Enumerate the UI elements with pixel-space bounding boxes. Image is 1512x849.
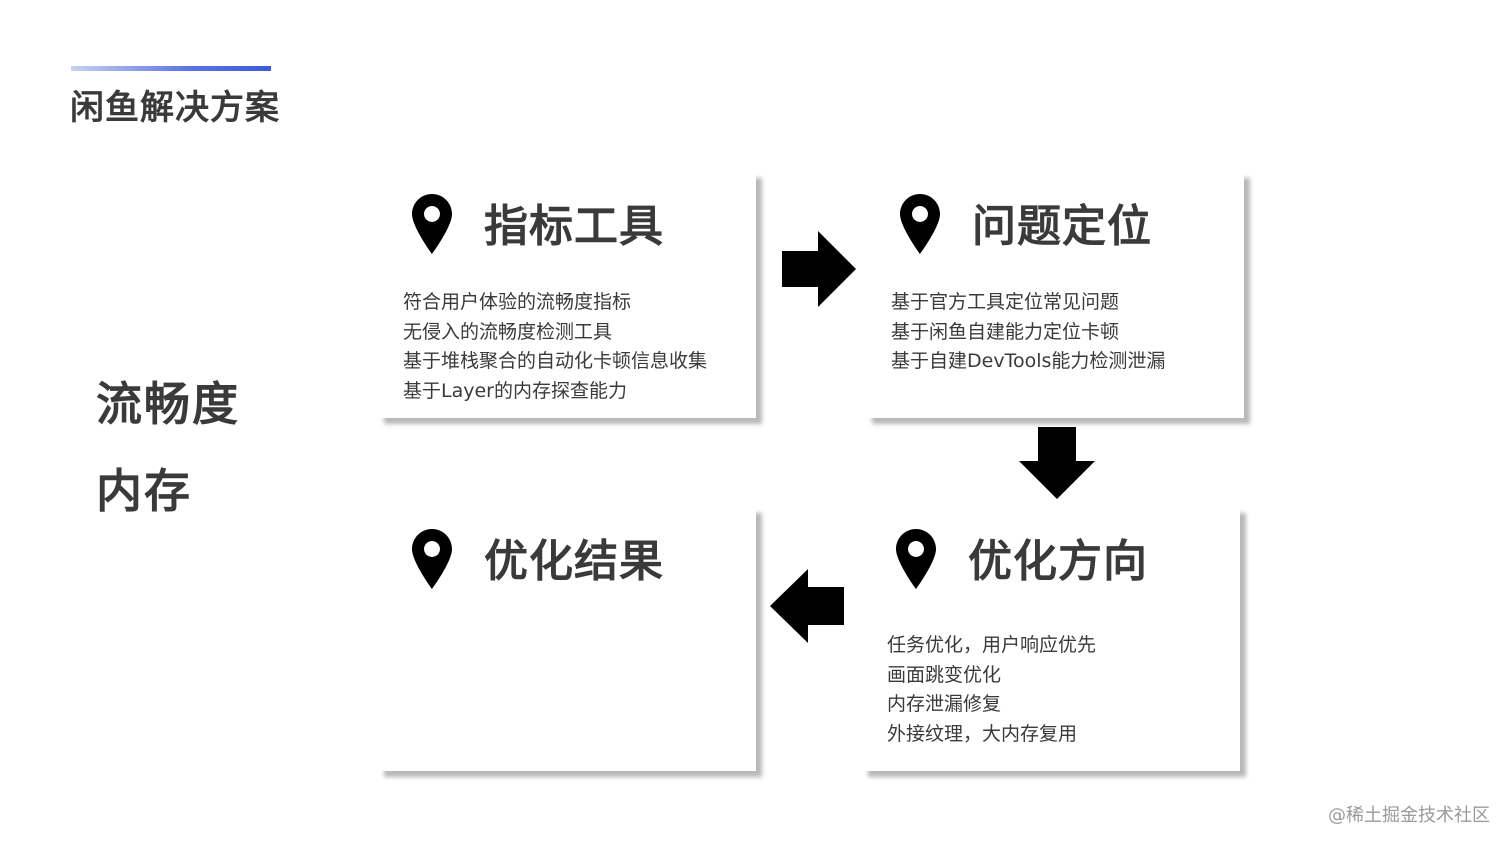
card-title: 指标工具 [484, 201, 664, 252]
side-label-fluency: 流畅度 [96, 377, 240, 431]
side-label-memory: 内存 [96, 464, 192, 518]
card-item-list: 任务优化，用户响应优先 画面跳变优化 内存泄漏修复 外接纹理，大内存复用 [887, 631, 1096, 749]
arrow-down-icon [1019, 427, 1095, 499]
card-optimization-results: 优化结果 [378, 507, 756, 771]
card-metrics-tools: 指标工具 符合用户体验的流畅度指标 无侵入的流畅度检测工具 基于堆栈聚合的自动化… [378, 172, 756, 418]
list-item: 符合用户体验的流畅度指标 [403, 291, 632, 313]
arrow-right-icon [782, 231, 856, 307]
map-pin-icon [896, 529, 936, 589]
list-item: 画面跳变优化 [887, 663, 1002, 686]
card-problem-locating: 问题定位 基于官方工具定位常见问题 基于闲鱼自建能力定位卡顿 基于自建DevTo… [866, 172, 1244, 418]
list-item: 外接纹理，大内存复用 [887, 722, 1078, 745]
map-pin-icon [412, 194, 452, 254]
arrow-left-icon [770, 569, 844, 643]
list-item: 无侵入的流畅度检测工具 [403, 320, 613, 343]
list-item: 任务优化，用户响应优先 [887, 634, 1097, 656]
card-title: 优化方向 [968, 536, 1148, 587]
map-pin-icon [900, 194, 940, 254]
title-accent-bar [71, 66, 271, 71]
watermark: @稀土掘金技术社区 [1328, 805, 1490, 826]
list-item: 基于Layer的内存探查能力 [403, 379, 627, 402]
card-optimization-direction: 优化方向 任务优化，用户响应优先 画面跳变优化 内存泄漏修复 外接纹理，大内存复… [862, 507, 1240, 771]
page-title: 闲鱼解决方案 [70, 88, 280, 128]
list-item: 内存泄漏修复 [887, 693, 1002, 715]
map-pin-icon [412, 529, 452, 589]
card-title: 优化结果 [484, 536, 664, 587]
list-item: 基于闲鱼自建能力定位卡顿 [891, 320, 1120, 343]
card-item-list: 符合用户体验的流畅度指标 无侵入的流畅度检测工具 基于堆栈聚合的自动化卡顿信息收… [403, 288, 707, 406]
list-item: 基于堆栈聚合的自动化卡顿信息收集 [403, 350, 708, 372]
card-title: 问题定位 [972, 201, 1152, 252]
list-item: 基于官方工具定位常见问题 [891, 291, 1120, 313]
card-item-list: 基于官方工具定位常见问题 基于闲鱼自建能力定位卡顿 基于自建DevTools能力… [891, 288, 1165, 377]
list-item: 基于自建DevTools能力检测泄漏 [891, 350, 1166, 372]
